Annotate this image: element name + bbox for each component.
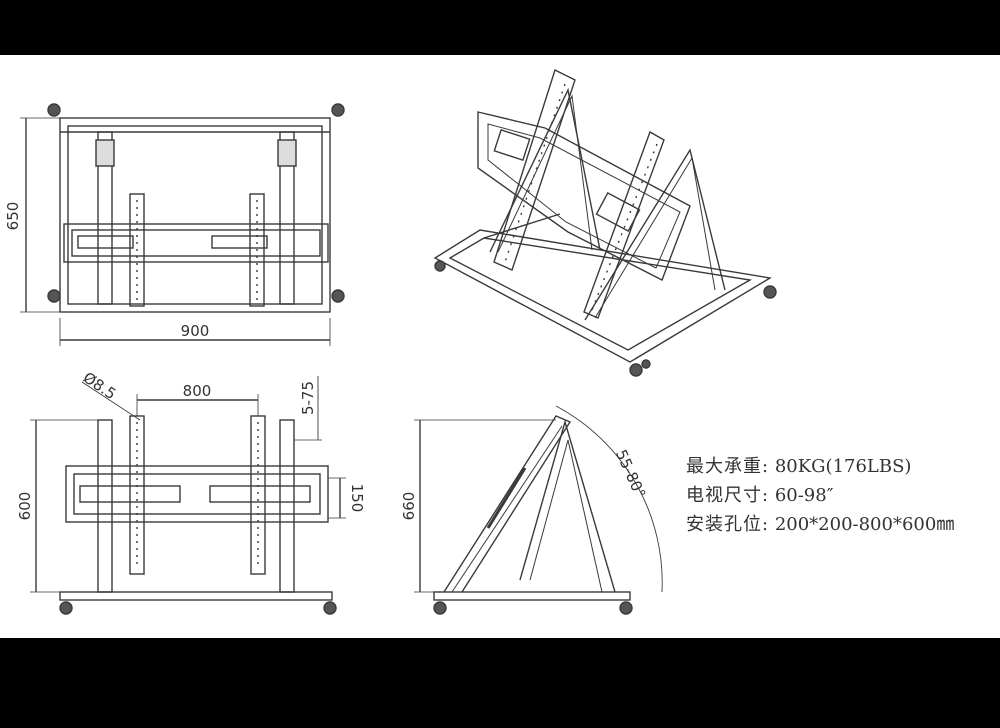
iso-a-frame-back xyxy=(489,87,601,253)
front-vesa-arm-right xyxy=(249,193,265,307)
front-left-clamp xyxy=(95,139,115,167)
spec-row-tv-size: 电视尺寸: 60-98″ xyxy=(686,481,954,510)
spec-value-tv-size: 60-98″ xyxy=(774,485,834,506)
iso-base-outer xyxy=(433,229,772,363)
spec-row-mount-holes: 安装孔位: 200*200-800*600㎜ xyxy=(686,510,954,539)
label-bottom-height: 600 xyxy=(16,492,34,521)
bottom-black-band xyxy=(0,638,1000,728)
front-frame-inner xyxy=(67,125,323,305)
isometric-view xyxy=(433,69,777,377)
side-bracket xyxy=(486,467,527,529)
side-tilted-plate xyxy=(443,415,572,593)
spec-label-mount-holes: 安装孔位: xyxy=(686,514,770,535)
spec-label-tv-size: 电视尺寸: xyxy=(686,485,770,506)
side-view xyxy=(414,405,663,615)
technical-drawing: 650 900 Ø8.5 800 5-75 600 150 660 55-80° xyxy=(4,69,777,615)
front-mount-plate-inner xyxy=(71,229,321,257)
side-a-frame xyxy=(519,419,616,593)
front-plate-slot-left xyxy=(77,235,134,249)
front-plate-slot-right xyxy=(211,235,268,249)
front-view-lower xyxy=(30,376,346,615)
side-casters xyxy=(433,601,633,615)
iso-casters xyxy=(434,260,777,377)
front-view xyxy=(20,103,345,346)
dim-tilt-arc xyxy=(555,405,663,593)
lower-right-post xyxy=(279,419,295,593)
label-hole-span: 800 xyxy=(183,382,212,400)
label-side-height: 660 xyxy=(400,492,418,521)
spec-list: 最大承重: 80KG(176LBS) 电视尺寸: 60-98″ 安装孔位: 20… xyxy=(686,452,954,539)
lower-casters xyxy=(59,601,337,615)
front-right-post xyxy=(279,131,295,305)
lower-plate-slot-right xyxy=(209,485,311,503)
label-plate-height: 150 xyxy=(348,484,366,513)
label-front-width: 900 xyxy=(181,322,210,340)
iso-vesa-arm-left xyxy=(493,69,576,271)
label-hole-diameter: Ø8.5 xyxy=(80,368,120,403)
spec-row-max-load: 最大承重: 80KG(176LBS) xyxy=(686,452,954,481)
side-base-bar xyxy=(433,591,631,601)
spec-label-max-load: 最大承重: xyxy=(686,456,770,477)
lower-mount-plate-inner xyxy=(73,473,321,515)
lower-vesa-arm-right xyxy=(250,415,266,575)
lower-left-post xyxy=(97,419,113,593)
front-casters xyxy=(47,103,345,303)
label-slot-range: 5-75 xyxy=(299,381,317,415)
iso-base-inner xyxy=(448,237,753,351)
lower-mount-plate xyxy=(65,465,329,523)
iso-plate-window-left xyxy=(493,129,531,161)
front-right-clamp xyxy=(277,139,297,167)
label-tilt-range: 55-80° xyxy=(612,447,649,501)
iso-vesa-arm-right xyxy=(583,130,665,319)
drawing-sheet: 650 900 Ø8.5 800 5-75 600 150 660 55-80°… xyxy=(0,55,1000,638)
iso-mount-plate xyxy=(477,111,691,281)
lower-vesa-arm-left xyxy=(129,415,145,575)
front-frame-outer xyxy=(59,117,331,313)
dim-diameter-leader xyxy=(81,381,141,421)
front-mount-plate xyxy=(63,223,329,263)
lower-base-bar xyxy=(59,591,333,601)
label-front-height: 650 xyxy=(4,202,22,231)
spec-value-mount-holes: 200*200-800*600㎜ xyxy=(774,514,955,535)
front-left-post xyxy=(97,131,113,305)
spec-value-max-load: 80KG(176LBS) xyxy=(774,456,912,477)
top-black-band xyxy=(0,0,1000,55)
front-vesa-arm-left xyxy=(129,193,145,307)
iso-a-frame-front xyxy=(584,148,726,321)
